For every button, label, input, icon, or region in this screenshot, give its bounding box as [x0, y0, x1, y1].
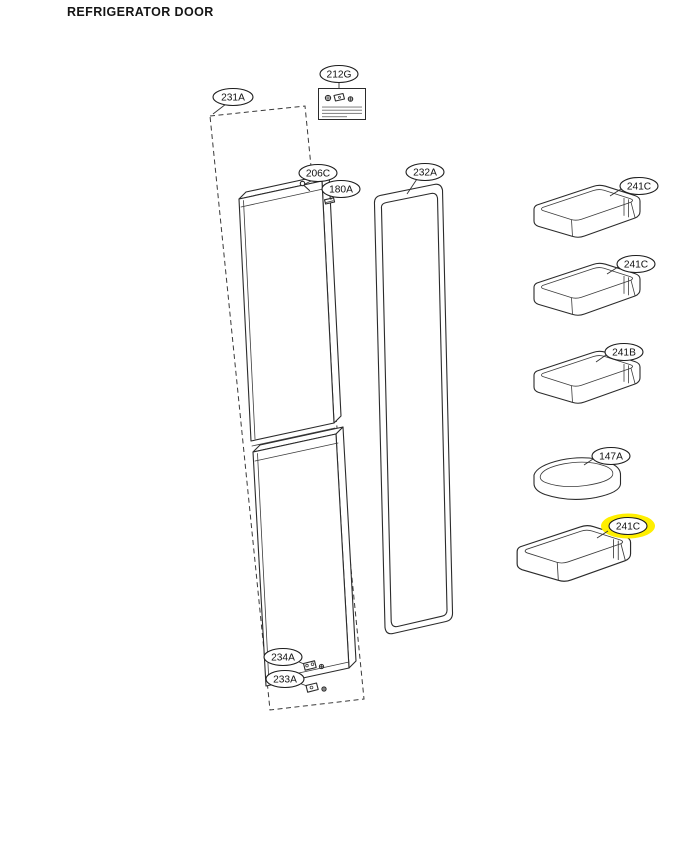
callouts-layer: 231A 212G 206C 180A 232A — [212, 64, 659, 689]
callout-label: 147A — [599, 452, 623, 463]
door-gasket-232a — [373, 183, 454, 635]
callout-oval[interactable] — [265, 669, 305, 689]
callout-241c-2[interactable]: 241C — [606, 254, 656, 275]
callout-label: 241B — [612, 348, 636, 359]
callout-oval[interactable] — [591, 446, 631, 466]
hardware-parts-icon — [324, 92, 354, 102]
refrigerator-door — [238, 173, 357, 687]
hinge-cap-part-180a — [323, 197, 336, 205]
callout-label: 232A — [413, 168, 437, 179]
callout-oval[interactable] — [608, 516, 648, 536]
callout-233a[interactable]: 233A — [265, 669, 308, 689]
callout-oval[interactable] — [604, 342, 644, 362]
callout-241c-1[interactable]: 241C — [609, 176, 659, 197]
leader-line — [606, 266, 619, 275]
callout-oval[interactable] — [319, 64, 359, 84]
callout-label: 206C — [306, 169, 330, 180]
callout-label: 234A — [271, 653, 295, 664]
callout-241b[interactable]: 241B — [595, 342, 644, 363]
callout-oval[interactable] — [298, 163, 338, 183]
callout-oval[interactable] — [616, 254, 656, 274]
leader-line — [583, 458, 594, 466]
callout-231a[interactable]: 231A — [212, 87, 254, 115]
leader-line — [609, 188, 622, 197]
basket-shape — [533, 184, 641, 238]
note-box — [318, 88, 366, 120]
callout-232a[interactable]: 232A — [405, 162, 445, 195]
screw-part-206c — [299, 180, 311, 192]
callout-label: 241C — [627, 182, 651, 193]
callout-206c[interactable]: 206C — [298, 163, 338, 185]
callout-label: 241C — [624, 260, 648, 271]
callout-label: 180A — [329, 185, 353, 196]
callout-label: 233A — [273, 675, 297, 686]
hinge-plate-part-234a — [302, 660, 325, 671]
lower-door-front — [252, 433, 350, 687]
callout-180a[interactable]: 180A — [321, 179, 361, 200]
page-title: REFRIGERATOR DOOR — [67, 5, 214, 19]
leader-line — [596, 530, 609, 539]
callout-oval[interactable] — [321, 179, 361, 199]
hinge-plate-part-233a — [305, 682, 327, 693]
assembly-boundary-231a — [209, 105, 365, 711]
door-basket-241c-1 — [533, 184, 641, 238]
dashed-boundary — [209, 105, 365, 711]
callout-234a[interactable]: 234A — [263, 647, 305, 667]
callout-212g[interactable]: 212G — [319, 64, 359, 89]
hardware-note-box-212g — [318, 88, 366, 120]
callout-241c-3-highlighted[interactable]: 241C — [596, 513, 655, 539]
callout-oval[interactable] — [212, 87, 254, 107]
leader-line — [595, 354, 607, 363]
leader-line — [406, 178, 418, 195]
upper-door-front — [238, 180, 335, 442]
callout-label: 231A — [221, 93, 245, 104]
callout-oval[interactable] — [263, 647, 303, 667]
callout-label: 241C — [616, 522, 640, 533]
callout-147a[interactable]: 147A — [583, 446, 631, 466]
callout-label: 212G — [327, 70, 352, 81]
callout-oval[interactable] — [619, 176, 659, 196]
callout-oval[interactable] — [405, 162, 445, 182]
leader-line — [212, 103, 227, 115]
fine-print-lines — [322, 106, 362, 118]
